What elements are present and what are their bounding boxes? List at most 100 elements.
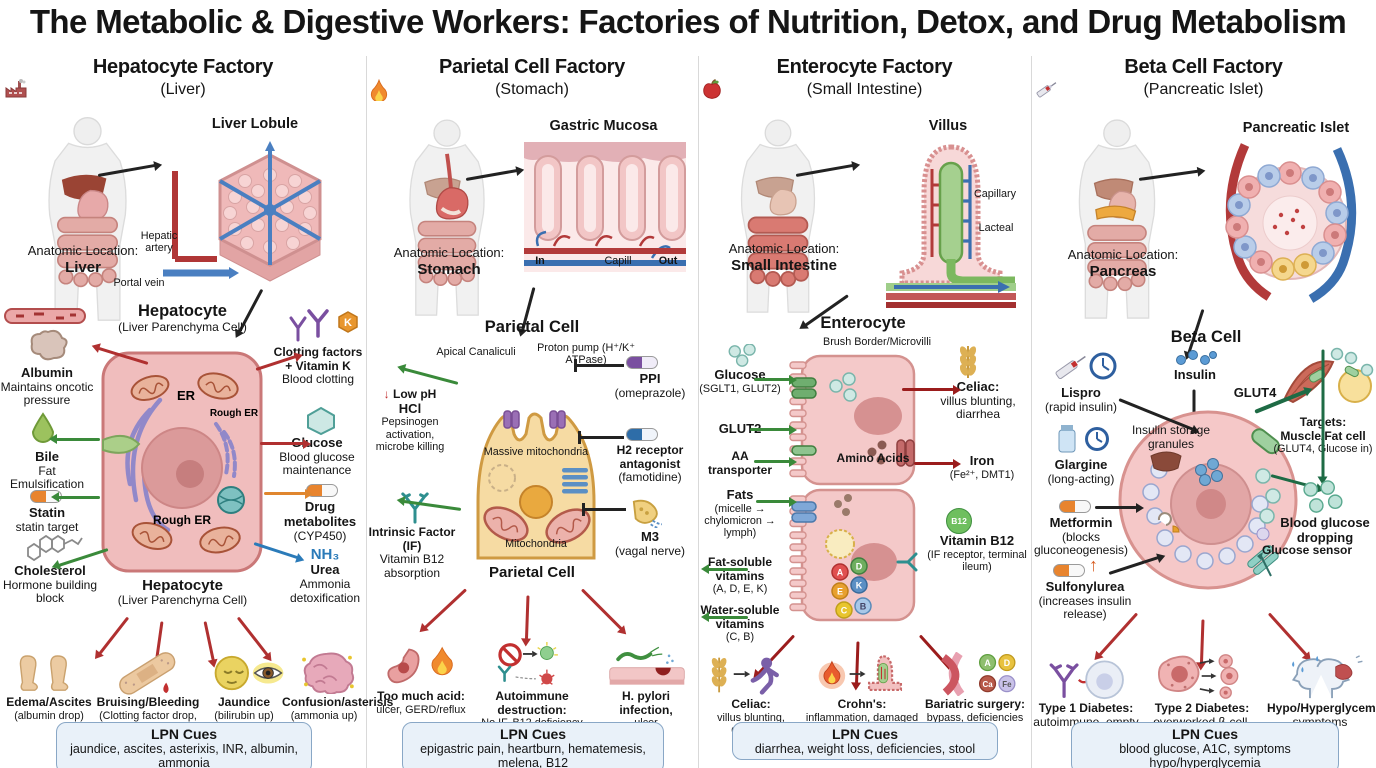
confusion-brain-icon [302,652,355,694]
cell-title: Parietal Cell [484,318,580,336]
insulin-granules-label: Insulin storage granules [1131,423,1211,451]
column-hepatocyte: Hepatocyte Factory (Liver) Liver Lobule [0,56,393,768]
fan-arrow-1 [424,588,468,629]
ppi-capsule-icon [626,356,658,369]
arrow-glucose-in [754,378,790,381]
vitamin-k-badge: K [344,317,352,329]
cell-title: Enterocyte [820,314,906,332]
organ-title: Liver Lobule [211,116,299,132]
rough-er-right-label: Rough ER [210,408,259,419]
glucose-sensor-label: Glucose sensor [1261,543,1353,557]
arrow-iron [914,462,954,465]
proton-pump-label: Proton pump (H⁺/K⁺ ATPase) [537,342,635,367]
flame-icon [370,79,388,101]
h2-inhibition-line [578,431,624,443]
cell-title: Beta Cell [1170,328,1242,346]
label-drug-metabolites: Drug metabolites (CYP450) [283,499,357,543]
insulin-label: Insulin [1174,367,1216,382]
muscle-fat-targets-icon [1283,347,1374,404]
cell-bottom-title: Parietal Cell [489,564,575,581]
label-lispro: Lispro (rapid insulin) [1044,385,1118,414]
label-iron: Iron (Fe²⁺, DMT1) [949,453,1015,481]
bile-droplet-icon [31,412,55,443]
clotting-factors-icon: K [289,309,358,342]
label-statin: Statin statin target [15,505,79,534]
column-subtitle: (Small Intestine) [806,81,923,98]
capillary-label: Capillary [973,188,1016,200]
hypo-hyper-heads-icon [1291,655,1363,699]
body-silhouette [409,119,485,316]
metformin-capsule-icon [1059,500,1091,513]
factory-icon [5,79,27,98]
symptom-bariatric: Bariatric surgery: bypass, deficiencies [924,697,1026,724]
fan-arrow-2 [524,595,530,640]
label-bile: Bile Fat Emulsification [9,449,85,492]
bariatric-fe-badge: Fe [1002,680,1012,689]
mitochondria-label: Mitochondria [505,538,567,550]
label-urea: NH₃ Urea Ammonia detoxification [289,546,361,605]
column-subtitle: (Liver) [160,81,206,98]
hepatocyte-cell-illustration: ER Rough ER Rough ER [101,351,263,573]
column-header: Enterocyte Factory [698,56,1031,99]
column-beta-cell: Beta Cell Factory (Pancreatic Islet) Pan… [1031,56,1376,768]
bariatric-a-badge: A [984,658,991,668]
pancreatic-islet-illustration [1225,143,1357,303]
cholesterol-icon [27,534,83,562]
flow-out-label: Out [658,255,678,267]
arrow-water-soluble [708,616,748,619]
label-glut2: GLUT2 [718,421,762,436]
label-h2-antagonist: H2 receptor antagonist (famotidine) [616,443,684,485]
vitamin-a-badge: A [837,568,844,578]
label-intrinsic-factor: Intrinsic Factor (IF) Vitamin B12 absorp… [368,525,456,581]
column-header: Parietal Cell Factory [366,56,698,101]
arrow-hcl [403,367,459,385]
syringe-icon [1036,82,1057,98]
blood-vessel-icon [4,308,86,324]
arrow-bile [56,438,100,441]
label-glargine: Glargine (long-acting) [1047,457,1115,486]
page-title: The Metabolic & Digestive Workers: Facto… [29,3,1347,40]
anatomic-location: Anatomic Location: Stomach [393,245,505,278]
glucose-dots-icon [728,344,756,367]
enterocyte-cells-illustration: A D E K C B [789,354,918,622]
albumin-icon [30,329,68,361]
column-parietal: Parietal Cell Factory (Stomach) Gastric … [366,56,699,768]
bandage-icon [119,652,176,695]
type2-diabetes-icon [1158,654,1239,699]
symptom-jaundice: Jaundice (bilirubin up) [214,695,274,722]
artery-label: Hepatic artery [140,230,178,255]
arrow-fat-soluble [708,568,748,571]
er-label: ER [177,388,196,403]
bariatric-symptom-icon: A D Ca Fe [941,652,1016,696]
organ-title: Pancreatic Islet [1242,120,1350,136]
lpn-cues-box: LPN Cues diarrhea, weight loss, deficien… [732,722,998,760]
fan-arrow-1 [98,616,130,655]
label-m3: M3 (vagal nerve) [614,529,686,558]
label-clotting: Clotting factors + Vitamin K Blood clott… [273,345,363,387]
m3-line [582,503,626,515]
crohns-symptom-icon [818,655,903,692]
cell-bottom-title: Hepatocyte (Liver Parenchyrna Cell) [117,577,248,608]
edema-legs-icon [19,655,69,691]
type1-diabetes-icon [1049,660,1124,700]
insulin-dots-icon [1176,350,1217,365]
flow-capill-label: Capill [604,255,632,267]
column-subtitle: (Pancreatic Islet) [1143,81,1264,98]
label-vitamin-b12: Vitamin B12 (IF receptor, terminal ileum… [927,533,1027,574]
label-water-soluble: Water-soluble vitamins (C, B) [700,603,780,644]
label-glucose-sglt: Glucose (SGLT1, GLUT2) [699,367,781,395]
anatomic-location: Anatomic Location: Liver [27,243,139,276]
h2-capsule-icon [626,428,658,441]
organ-title: Villus [928,118,968,134]
label-blood-glucose-dropping: Blood glucose dropping [1280,515,1370,545]
celiac-symptom-icon [711,657,779,695]
body-silhouette [1078,119,1156,319]
label-albumin: Albumin Maintains oncotic pressure [0,365,94,408]
wheat-icon [959,346,977,378]
body-silhouette [740,119,816,313]
label-ppi: PPI (omeprazole) [614,371,686,400]
apical-canaliculi-label: Apical Canaliculi [436,346,516,358]
gastric-mucosa-illustration [524,142,686,272]
body-silhouette [48,117,127,321]
arrow-aa [754,460,790,463]
